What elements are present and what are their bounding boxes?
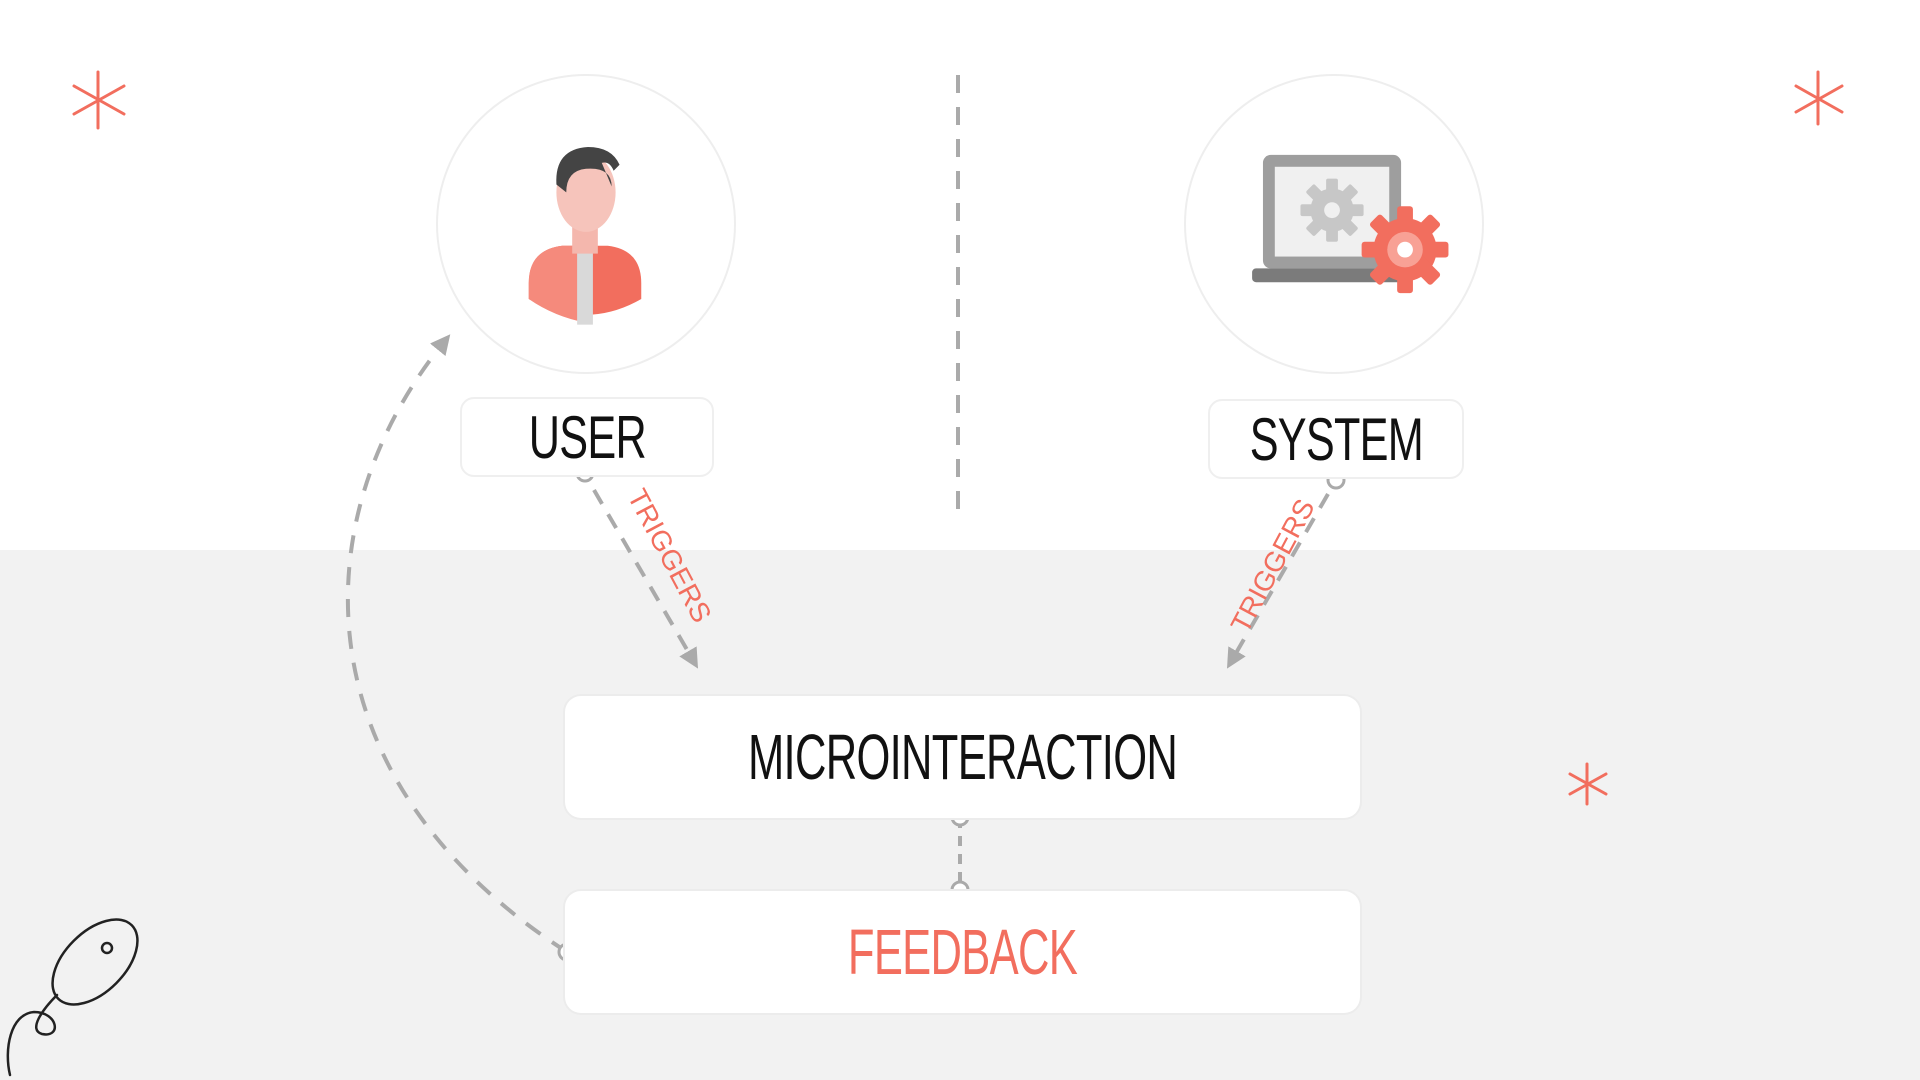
mouse-icon (6, 918, 139, 1077)
user-label: USER (528, 403, 646, 471)
feedback-label: FEEDBACK (847, 916, 1078, 988)
system-trigger-arrow (1226, 492, 1330, 669)
feedback-box: FEEDBACK (565, 891, 1360, 1013)
laptop-gear-icon (1252, 154, 1449, 294)
person-icon (528, 147, 642, 325)
asterisk-icon (72, 70, 126, 130)
feedback-loop-arrow (345, 334, 569, 954)
microinteraction-box: MICROINTERACTION (565, 696, 1360, 818)
user-avatar-circle (436, 74, 736, 374)
asterisk-icon (1568, 762, 1608, 806)
asterisk-icon (1794, 70, 1844, 126)
system-avatar-circle (1184, 74, 1484, 374)
user-label-box: USER (460, 397, 714, 477)
microinteraction-label: MICROINTERACTION (747, 721, 1178, 793)
user-trigger-arrow (592, 488, 699, 669)
system-label: SYSTEM (1249, 405, 1423, 473)
system-label-box: SYSTEM (1208, 399, 1464, 479)
